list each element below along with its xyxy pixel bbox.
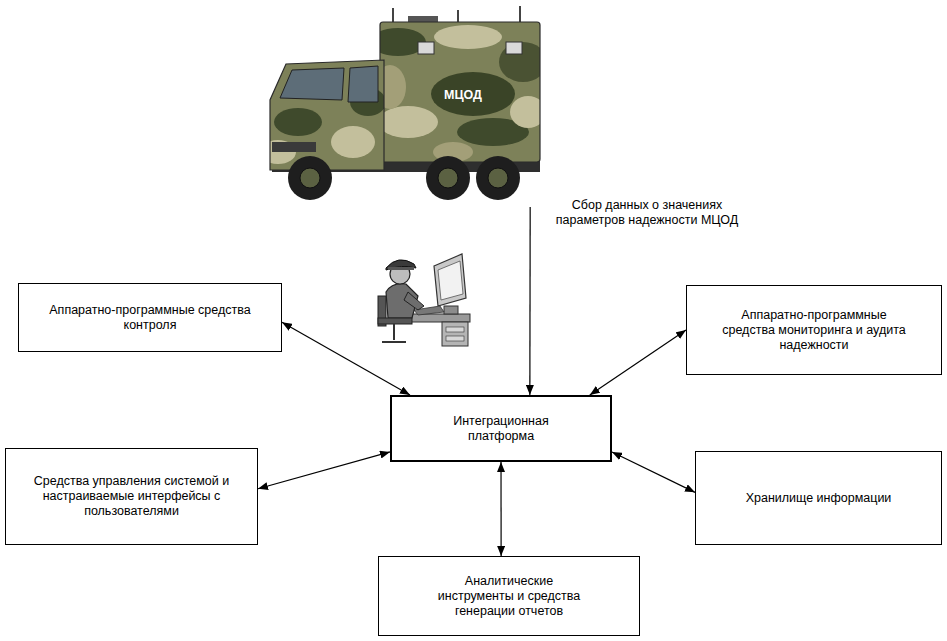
truck-node: МЦОД	[258, 2, 543, 207]
process-box: Аппаратно-программные средства контроля	[18, 283, 282, 352]
box-text: Аппаратно-программные средства мониторин…	[717, 308, 911, 353]
storage-box: Хранилище информации	[695, 451, 942, 545]
box-text: Аппаратно-программные средства контроля	[39, 303, 261, 333]
process-box: Средства управления системой и настраива…	[5, 448, 258, 545]
process-box: Аппаратно-программные средства мониторин…	[686, 285, 942, 375]
connector-arrow	[258, 452, 390, 489]
box-text: Хранилище информации	[746, 491, 892, 506]
connector-arrow	[529, 207, 531, 395]
box-text: Аналитические инструменты и средства ген…	[429, 574, 589, 619]
connector-arrow	[590, 330, 686, 395]
edge-label: Сбор данных о значениях параметров надеж…	[545, 198, 749, 228]
box-text: Средства управления системой и настраива…	[26, 474, 237, 519]
connector-arrow	[612, 452, 695, 492]
truck-illustration	[258, 2, 543, 207]
connector-arrow	[500, 462, 501, 556]
connector-arrow	[282, 322, 410, 395]
vehicle-label: МЦОД	[444, 88, 482, 103]
box-text: Интеграционная платформа	[432, 414, 570, 444]
platform-box: Интеграционная платформа	[390, 395, 612, 462]
process-box: Аналитические инструменты и средства ген…	[378, 556, 640, 636]
